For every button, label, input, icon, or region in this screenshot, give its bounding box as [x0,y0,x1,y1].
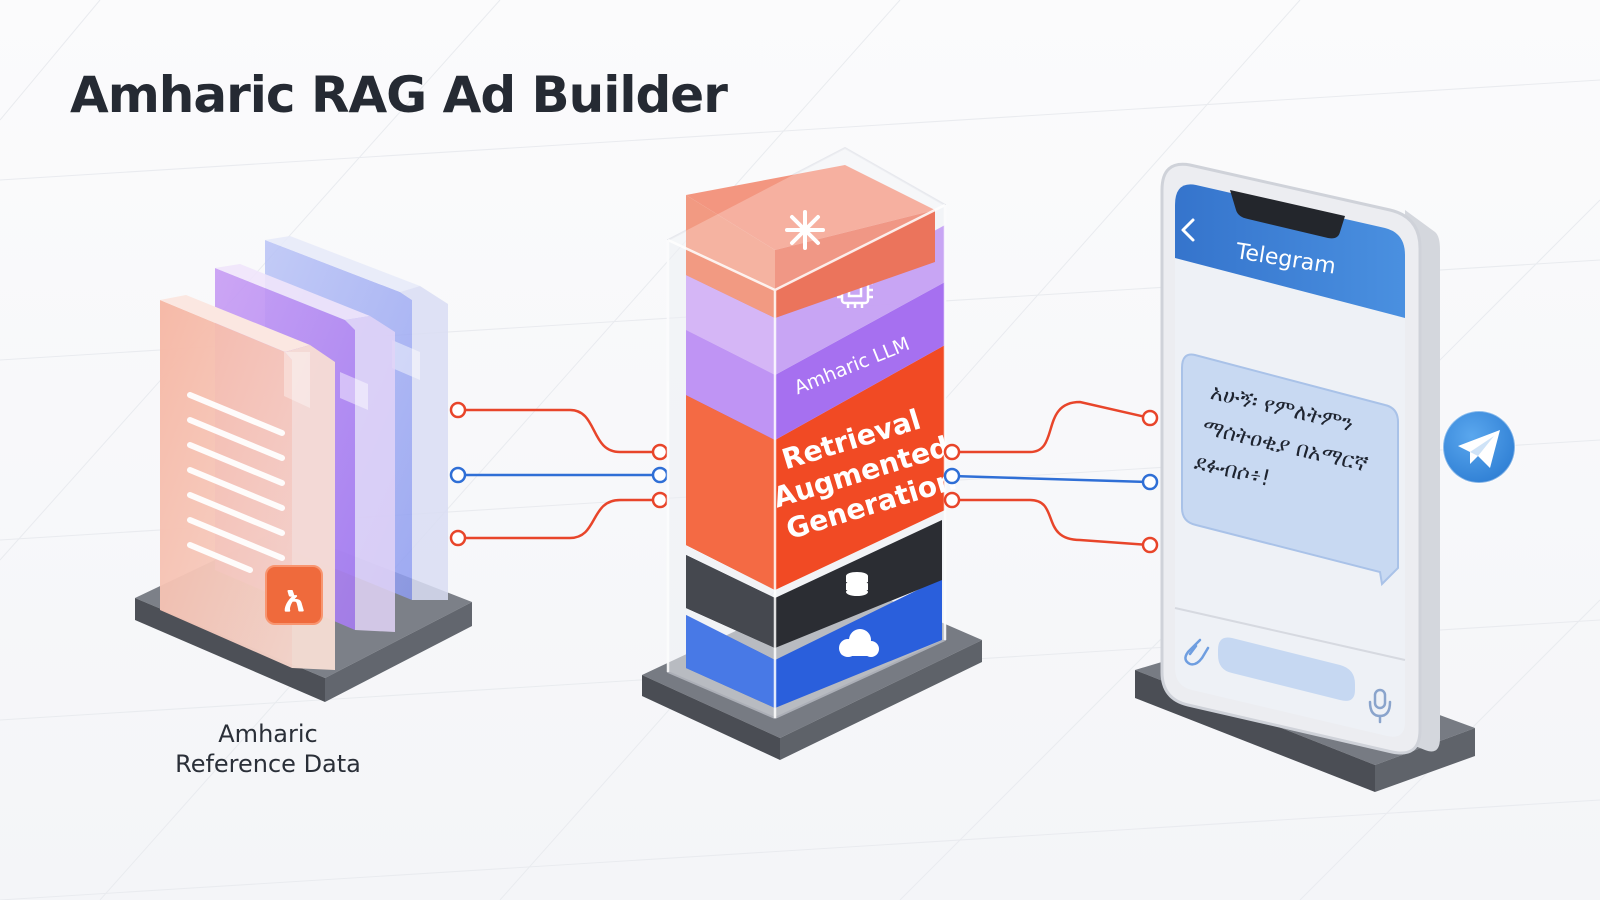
layer-rag: Retrieval Augmented Generation [686,345,960,590]
document-stack: አ Amharic Reference Data [135,236,472,778]
documents-label-line1: Amharic [218,720,317,748]
connector-right-top [952,400,1151,454]
amharic-badge-glyph: አ [283,579,304,620]
amharic-badge-icon: አ [265,565,323,625]
connector-right-middle [951,474,1151,484]
message-input[interactable] [1218,637,1355,701]
telegram-send-icon[interactable] [1442,410,1516,484]
connector-right-bottom [952,498,1151,547]
documents-label-line2: Reference Data [175,750,361,778]
database-icon [846,572,868,596]
back-chevron-icon[interactable] [1181,218,1195,242]
left-connectors [449,401,669,547]
telegram-phone: Telegram አሁኝ፡ የምለትምን ማሰትዐቂያ በአማርኛ ደፉብሶ፥! [1135,162,1475,792]
document-sheet-front: አ [160,295,335,670]
connector-node [943,409,1159,554]
microphone-icon[interactable] [1368,688,1392,724]
layer-top [686,165,935,318]
sparkle-icon [785,210,825,250]
paperclip-icon[interactable] [1184,638,1210,666]
page-title: Amharic RAG Ad Builder [70,66,728,124]
phone-notch [1230,190,1345,239]
connector-left-top [458,408,660,454]
layer-database [686,520,942,648]
connector-left-bottom [458,498,660,540]
telegram-header [1175,184,1405,318]
rag-layer-stack: Retrieval Augmented Generation Amharic L… [642,146,982,760]
document-text-lines [187,392,285,573]
cloud-icon [839,629,879,657]
message-bubble [1181,353,1399,587]
layer-cloud [686,578,942,708]
right-connectors [943,400,1159,554]
